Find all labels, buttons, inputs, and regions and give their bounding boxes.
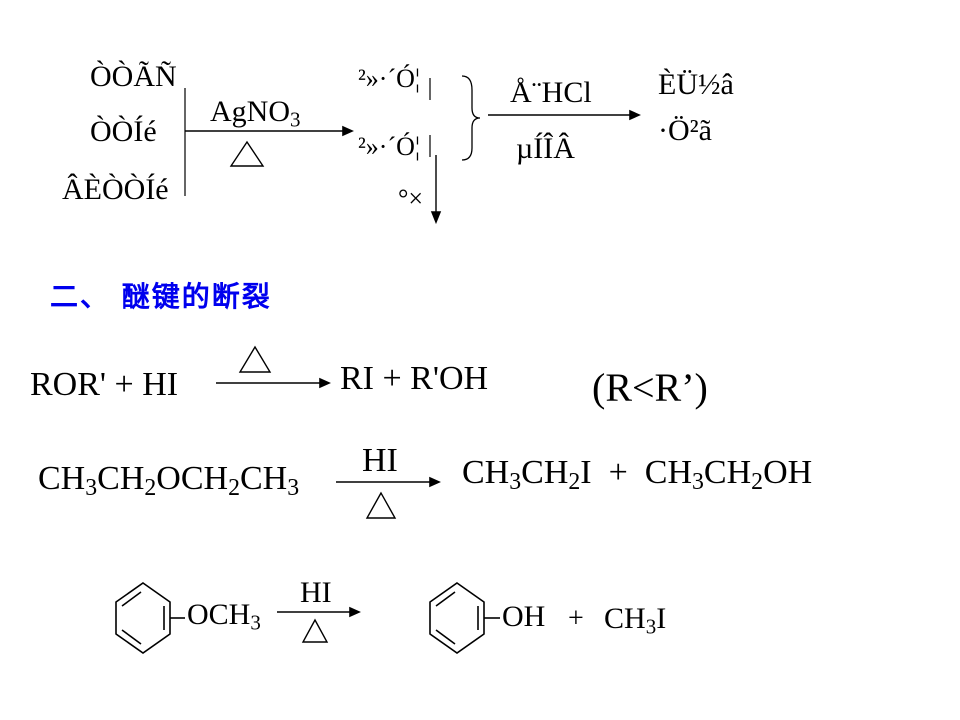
curly-brace (461, 75, 481, 161)
heat-triangle-eq2-icon (365, 491, 397, 519)
eq1-left: ROR' + HI (30, 366, 179, 403)
reactant-1: ÒÒÃÑ (90, 60, 177, 93)
benzene-ring-2-icon (429, 582, 500, 654)
down-label: °× (398, 184, 424, 213)
result-2: ·Ö²ã (658, 114, 712, 147)
benzene-ring-icon (115, 582, 185, 654)
reagent-agno3: AgNO3 (210, 95, 301, 132)
eq3-right-group: OH (502, 600, 546, 633)
eq1-note: (R<R’) (592, 365, 708, 410)
eq2-left: CH3CH2OCH2CH3 (38, 460, 300, 501)
arrowhead-eq2 (429, 476, 441, 488)
arrow-top-label: Å¨HCl (510, 76, 592, 109)
eq3-left-group: OCH3 (187, 598, 261, 635)
eq3-reagent: HI (300, 576, 332, 609)
result-1: ÈÜ½â (658, 68, 734, 101)
eq2-right: CH3CH2I + CH3CH2OH (462, 454, 813, 495)
eq3-ch3i: CH3I (604, 602, 667, 639)
reactant-2: ÒÒÍé (90, 115, 157, 148)
arrowhead-hcl (629, 109, 641, 121)
arrow-bottom-label: µÍÎÂ (516, 132, 575, 165)
eq2-reagent: HI (362, 442, 398, 479)
heat-triangle-eq3-icon (301, 618, 329, 643)
product-1: ²»·´Ó¦ (358, 64, 421, 93)
down-arrowhead (430, 211, 442, 225)
arrowhead-eq3 (349, 606, 361, 618)
heat-triangle-icon (229, 140, 265, 167)
heat-triangle-eq1-icon (238, 345, 272, 373)
reactant-3: ÂÈÒÒÍé (62, 173, 169, 206)
eq3-plus: + (568, 603, 584, 634)
section-heading: 二、 醚键的断裂 (50, 280, 272, 313)
arrowhead-eq1 (319, 377, 331, 389)
product-2: ²»·´Ó¦ (358, 132, 421, 161)
arrowhead-agno3 (342, 125, 354, 137)
eq1-right: RI + R'OH (340, 360, 489, 397)
